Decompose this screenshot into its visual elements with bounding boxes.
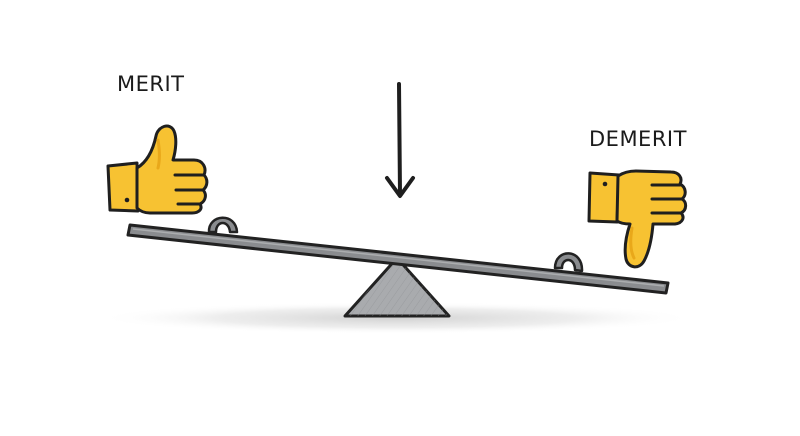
merit-label: MERIT (117, 72, 185, 96)
right-seat-handle (553, 252, 584, 273)
seesaw-beam (126, 223, 670, 295)
arrow-down-icon (385, 82, 415, 198)
left-seat-handle (207, 216, 239, 234)
demerit-label: DEMERIT (589, 127, 687, 151)
fulcrum (343, 256, 451, 318)
thumbs-down-icon (587, 169, 688, 269)
thumbs-up-icon (106, 124, 209, 215)
floor-shadow (96, 302, 696, 334)
